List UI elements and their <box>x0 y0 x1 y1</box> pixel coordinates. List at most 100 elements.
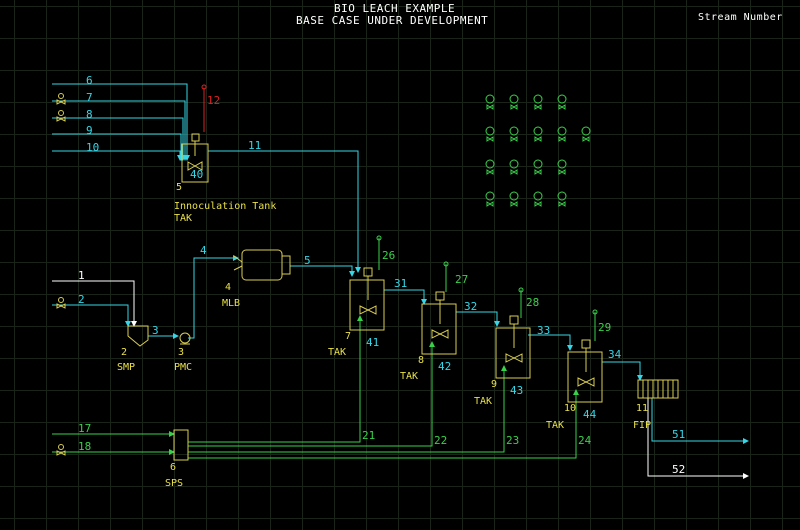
unit-type: TAK <box>546 420 564 431</box>
palette-unit-icon[interactable] <box>485 126 495 142</box>
pump-unit <box>179 332 191 345</box>
feed-valve-icon <box>56 444 66 456</box>
stream-line-8 <box>52 117 186 161</box>
stream-label: 27 <box>455 273 468 286</box>
palette-unit-icon[interactable] <box>509 94 519 110</box>
palette-unit-icon[interactable] <box>509 159 519 175</box>
stream-line-21 <box>188 315 363 443</box>
palette-unit-icon[interactable] <box>485 94 495 110</box>
sump-unit <box>127 325 149 347</box>
stream-label: 3 <box>152 324 159 337</box>
stream-label: 28 <box>526 296 539 309</box>
palette-unit-icon[interactable] <box>509 126 519 142</box>
unit-type: TAK <box>174 213 192 224</box>
leach-tank-10-unit <box>567 339 603 403</box>
feed-valve-icon <box>56 110 66 122</box>
feed-valve-icon <box>56 93 66 105</box>
unit-number: 5 <box>176 182 182 193</box>
stream-line-31 <box>384 289 427 305</box>
unit-number: 4 <box>225 282 231 293</box>
stream-label: 43 <box>510 384 523 397</box>
palette-unit-icon[interactable] <box>533 126 543 142</box>
stream-label: 21 <box>362 429 375 442</box>
palette-unit-icon[interactable] <box>533 191 543 207</box>
palette-unit-icon[interactable] <box>557 191 567 207</box>
stream-label: 31 <box>394 277 407 290</box>
unit-number: 2 <box>121 347 127 358</box>
stream-line-24 <box>188 389 579 459</box>
stream-line-7 <box>52 100 188 161</box>
palette-unit-icon[interactable] <box>485 159 495 175</box>
stream-label: 9 <box>86 124 93 137</box>
stream-label: 10 <box>86 141 99 154</box>
stream-line-4 <box>188 255 239 339</box>
stream-line-2 <box>52 304 131 327</box>
palette-unit-icon[interactable] <box>581 126 591 142</box>
stream-label: 17 <box>78 422 91 435</box>
unit-type: TAK <box>400 371 418 382</box>
stream-label: 40 <box>190 168 203 181</box>
unit-number: 8 <box>418 355 424 366</box>
stream-label: 11 <box>248 139 261 152</box>
stream-label: 29 <box>598 321 611 334</box>
mill-unit <box>233 249 291 281</box>
stream-label: 8 <box>86 108 93 121</box>
palette-unit-icon[interactable] <box>557 159 567 175</box>
stream-line-51 <box>651 398 749 444</box>
stream-label: 26 <box>382 249 395 262</box>
stream-line-10 <box>52 150 183 161</box>
stream-label: 12 <box>207 94 220 107</box>
stream-label: 34 <box>608 348 622 361</box>
stream-label: 23 <box>506 434 519 447</box>
palette-unit-icon[interactable] <box>557 126 567 142</box>
unit-type: TAK <box>474 396 492 407</box>
stream-label: 18 <box>78 440 91 453</box>
unit-name: Innoculation Tank <box>174 201 276 212</box>
stream-line-23 <box>188 365 507 453</box>
leach-tank-9-unit <box>495 315 531 379</box>
stream-label: 41 <box>366 336 379 349</box>
stream-label: 44 <box>583 408 597 421</box>
unit-type: SMP <box>117 362 135 373</box>
stream-label: 1 <box>78 269 85 282</box>
leach-tank-7-unit <box>349 267 385 331</box>
unit-number: 10 <box>564 403 576 414</box>
palette-unit-icon[interactable] <box>509 191 519 207</box>
stream-label: 52 <box>672 463 685 476</box>
palette-unit-icon[interactable] <box>533 94 543 110</box>
stream-line-33 <box>528 334 573 351</box>
stream-label: 22 <box>434 434 447 447</box>
stream-label: 2 <box>78 293 85 306</box>
stream-number-legend: Stream Number <box>698 12 783 23</box>
palette-icon-grid <box>485 94 591 207</box>
stream-label: 32 <box>464 300 477 313</box>
stream-line-5 <box>290 265 355 277</box>
stream-label: 51 <box>672 428 685 441</box>
unit-type: SPS <box>165 478 183 489</box>
stream-label: 6 <box>86 74 93 87</box>
leach-tank-8-unit <box>421 291 457 355</box>
palette-unit-icon[interactable] <box>557 94 567 110</box>
unit-number: 3 <box>178 347 184 358</box>
unit-type: PMC <box>174 362 192 373</box>
stream-label: 42 <box>438 360 451 373</box>
palette-unit-icon[interactable] <box>485 191 495 207</box>
splitter-unit <box>173 429 189 461</box>
feed-valve-icon <box>56 297 66 309</box>
unit-palette <box>485 94 591 207</box>
stream-line-6 <box>52 83 190 161</box>
stream-label: 7 <box>86 91 93 104</box>
stream-line-34 <box>602 361 643 381</box>
palette-unit-icon[interactable] <box>533 159 543 175</box>
unit-number: 6 <box>170 462 176 473</box>
stream-line-11 <box>208 150 361 273</box>
stream-label: 24 <box>578 434 592 447</box>
unit-number: 9 <box>491 379 497 390</box>
unit-type: FIP <box>633 420 651 431</box>
stream-label: 5 <box>304 254 311 267</box>
diagram-title: BIO LEACH EXAMPLE <box>334 2 456 15</box>
stream-line-1 <box>52 280 137 327</box>
unit-number: 11 <box>636 403 648 414</box>
